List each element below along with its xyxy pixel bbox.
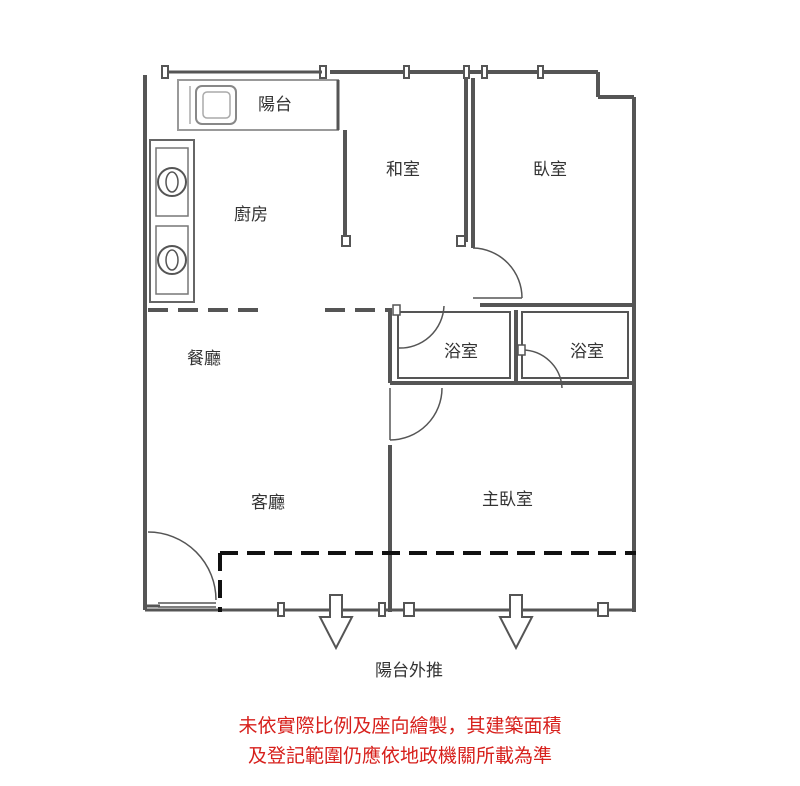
stove-icon — [149, 139, 195, 303]
disclaimer-line-1: 未依實際比例及座向繪製，其建築面積 — [238, 715, 562, 737]
room-label-bedroom: 臥室 — [533, 160, 567, 180]
room-label-balcony: 陽台 — [258, 95, 292, 115]
room-label-dining: 餐廳 — [187, 349, 221, 369]
doors — [147, 247, 563, 608]
balcony-extension-line — [218, 551, 636, 612]
sink-icon — [195, 85, 237, 125]
room-label-japanese-room: 和室 — [386, 160, 420, 180]
room-label-bath-2: 浴室 — [570, 342, 604, 362]
balcony-area — [168, 70, 340, 131]
outer-walls — [143, 70, 636, 612]
room-label-living: 客廳 — [251, 493, 285, 513]
window-markers — [277, 602, 609, 617]
room-label-master-bedroom: 主臥室 — [482, 490, 533, 510]
room-label-bath-1: 浴室 — [444, 342, 478, 362]
room-label-kitchen: 廚房 — [234, 204, 268, 225]
disclaimer-line-2: 及登記範圍仍應依地政機關所載為準 — [247, 745, 552, 767]
wall-markers — [161, 65, 544, 79]
balcony-extension-caption: 陽台外推 — [375, 661, 443, 681]
bottom-wall — [145, 604, 634, 612]
down-arrow-icon — [498, 594, 534, 651]
door-stops — [341, 235, 466, 247]
down-arrow-icon — [318, 594, 354, 651]
interior-walls — [343, 78, 634, 612]
